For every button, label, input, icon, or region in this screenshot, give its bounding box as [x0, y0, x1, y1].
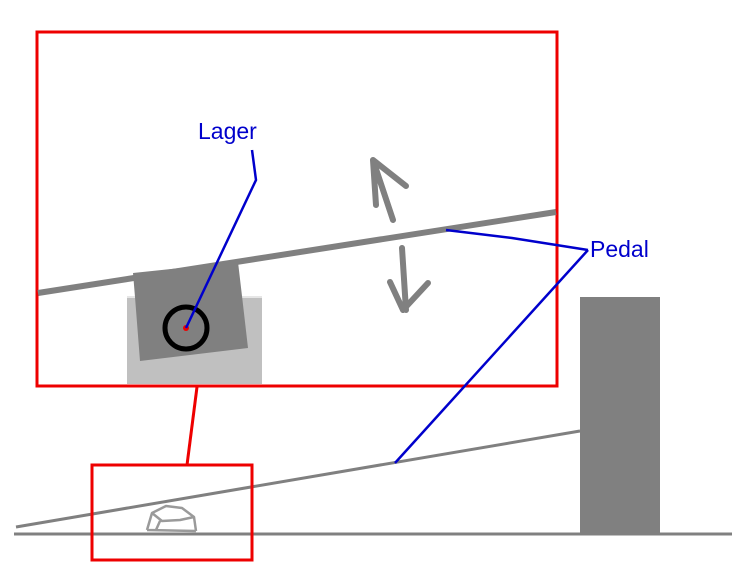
detail-frame: [35, 30, 559, 388]
pedal-bar: [15, 429, 581, 529]
detail-marker-box: [90, 463, 254, 562]
pillar-block: [580, 297, 660, 534]
pedal-leader-main: [394, 249, 589, 464]
pivot-sketch: [145, 504, 198, 533]
bearing-label: Lager: [198, 118, 257, 144]
bearing-leader: [184, 149, 258, 329]
pedal-bar-detail: [37, 209, 557, 296]
bearing-block: [133, 262, 248, 361]
pedal-leader-detail: [445, 228, 589, 252]
arrow-down-icon: [387, 245, 431, 313]
pedal-label: Pedal: [590, 236, 649, 262]
up-down-arrow-icon: [370, 157, 431, 313]
detail-connector: [185, 386, 199, 466]
axle-ring: [162, 304, 210, 352]
arrow-up-icon: [370, 157, 409, 223]
